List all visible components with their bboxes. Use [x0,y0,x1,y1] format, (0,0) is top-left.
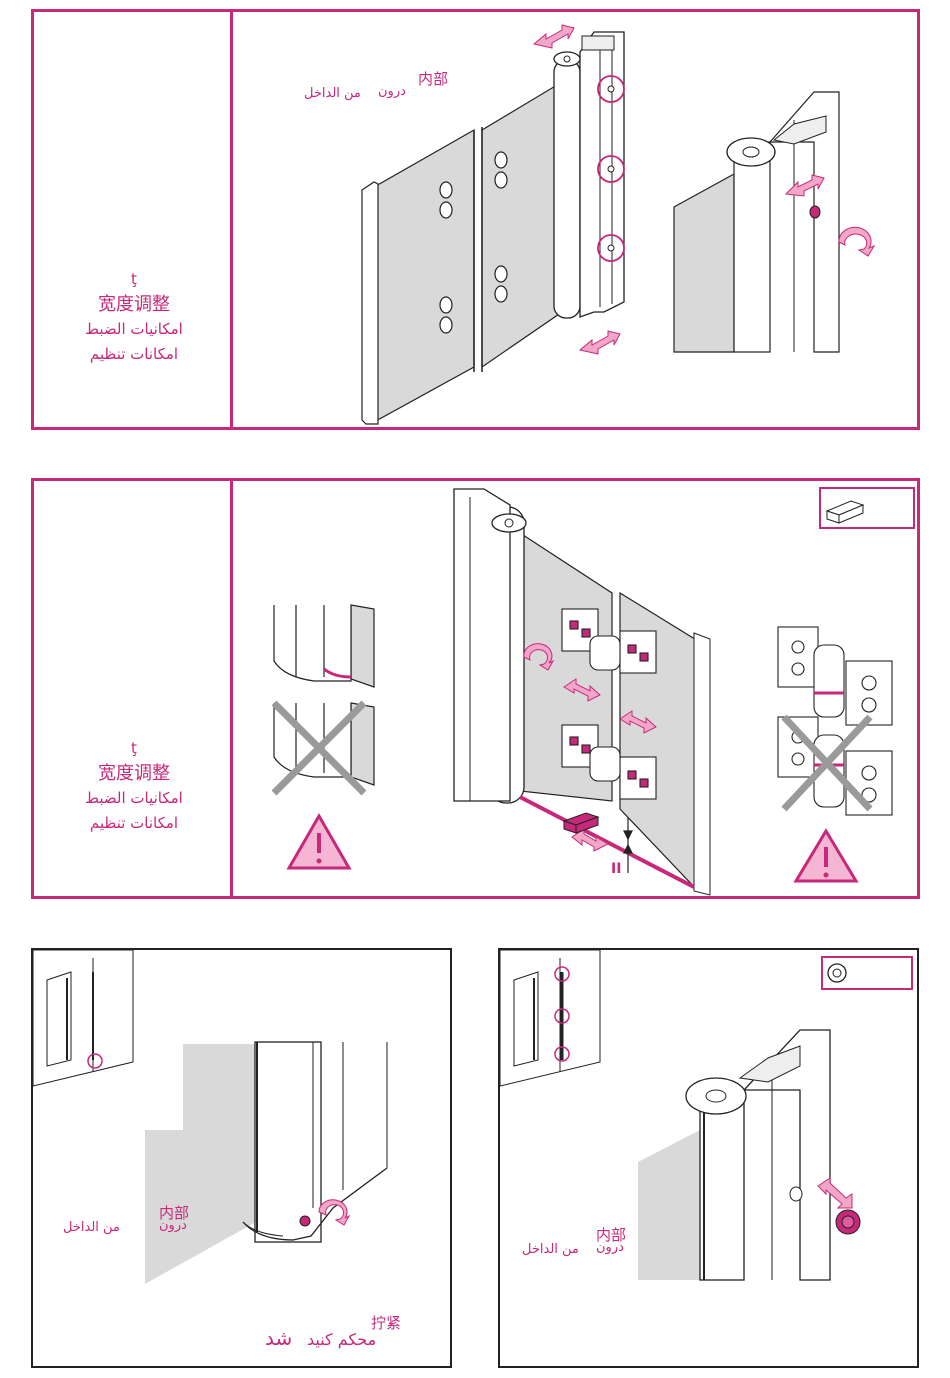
tighten-tag: 拧紧 محکم کنید شد [259,1312,439,1356]
spacer-block-icon [564,813,598,833]
door-illustration-4 [500,950,917,1366]
inside-tag-arabic-b: من الداخل [63,1220,120,1235]
glass-panel-left [374,130,474,422]
glass-detail [674,174,734,352]
door-edge-profile [362,182,378,424]
inset-thumbnail [33,950,133,1086]
inside-tag-arabic-a: درون [596,1240,624,1255]
glass-panel-middle [482,82,562,367]
tighten-tag-arabic-a: محکم کنید [307,1330,376,1349]
door-illustration-1 [34,12,917,427]
cap-panel: 内部 درون من الداخل [498,948,919,1368]
hinge-detail-correct [778,627,892,725]
door-illustration-2 [34,481,917,896]
inside-tag-arabic-b: من الداخل [522,1242,579,1257]
bottom-screw [300,1216,310,1226]
inside-tag: 内部 درون من الداخل [522,1224,682,1264]
warning-triangle-icon [289,816,349,868]
tighten-panel: 内部 درون من الداخل 拧紧 محکم کنید شد [31,948,452,1368]
inside-tag-arabic-a: درون [159,1218,187,1233]
door-illustration-3 [33,950,450,1366]
warning-triangle-icon [796,831,856,881]
inset-thumbnail [500,950,600,1086]
adjustment-panel-2: ţ 宽度调整 امكانيات الضبط امكانات تنظيم II [31,478,920,899]
rotate-arrow-icon [319,1200,349,1225]
door-profile [700,1090,744,1280]
wall-profile [454,489,510,801]
inside-tag: 内部 درون من الداخل [59,1202,219,1242]
wall-profile-cylinder [554,60,580,318]
gap-indicator [624,817,632,873]
tighten-tag-arabic-b: شد [265,1326,292,1350]
door-profile [255,1042,321,1242]
wall-profile [580,32,624,317]
adjustment-panel-1: ţ 宽度调整 امكانيات الضبط امكانات تنظيم 内部 د… [31,9,920,430]
bottom-detail-correct [274,605,374,687]
adjust-screw [810,206,820,218]
